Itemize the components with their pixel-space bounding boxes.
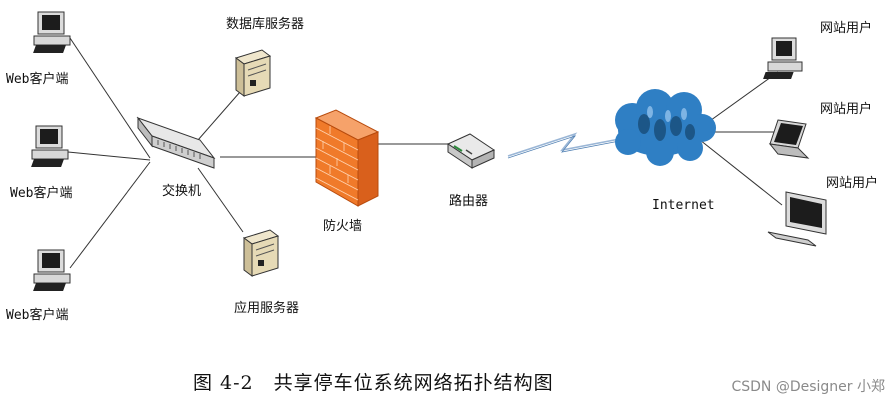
user-label: 网站用户: [820, 102, 873, 117]
link-cloud-user3: [699, 139, 783, 206]
server-icon: [234, 49, 272, 97]
client-label: Web客户端: [10, 186, 73, 201]
switch-label: 交换机: [162, 184, 202, 199]
watermark: CSDN @Designer 小郑: [731, 379, 885, 395]
pc-icon: [33, 249, 71, 291]
link-switch-app: [197, 167, 244, 233]
connection-lines: [67, 37, 783, 269]
user-label: 网站用户: [820, 21, 873, 36]
pc-icon: [763, 37, 803, 79]
link-client1-switch: [69, 37, 151, 159]
firewall-label: 防火墙: [323, 219, 363, 234]
client-label: Web客户端: [6, 308, 69, 323]
figure-caption: 图 4-2 共享停车位系统网络拓扑结构图: [193, 372, 554, 394]
link-client3-switch: [69, 161, 151, 269]
firewall-icon: [314, 109, 380, 207]
link-switch-db: [197, 91, 241, 141]
pc-icon: [31, 125, 69, 167]
user-label: 网站用户: [826, 176, 879, 191]
wireless-link: [507, 132, 631, 159]
switch-icon: [136, 116, 216, 169]
server-icon: [242, 229, 280, 277]
laptop-icon: [768, 119, 810, 159]
db-server-label: 数据库服务器: [226, 17, 305, 32]
client-label: Web客户端: [6, 72, 69, 87]
pc-icon: [767, 191, 827, 247]
internet-label: Internet: [652, 198, 715, 213]
pc-icon: [33, 11, 71, 53]
app-server-label: 应用服务器: [234, 301, 300, 316]
link-cloud-user1: [699, 71, 779, 129]
link-client2-switch: [67, 151, 151, 161]
router-icon: [446, 133, 496, 169]
internet-cloud-icon: [615, 89, 716, 166]
router-label: 路由器: [449, 194, 489, 209]
